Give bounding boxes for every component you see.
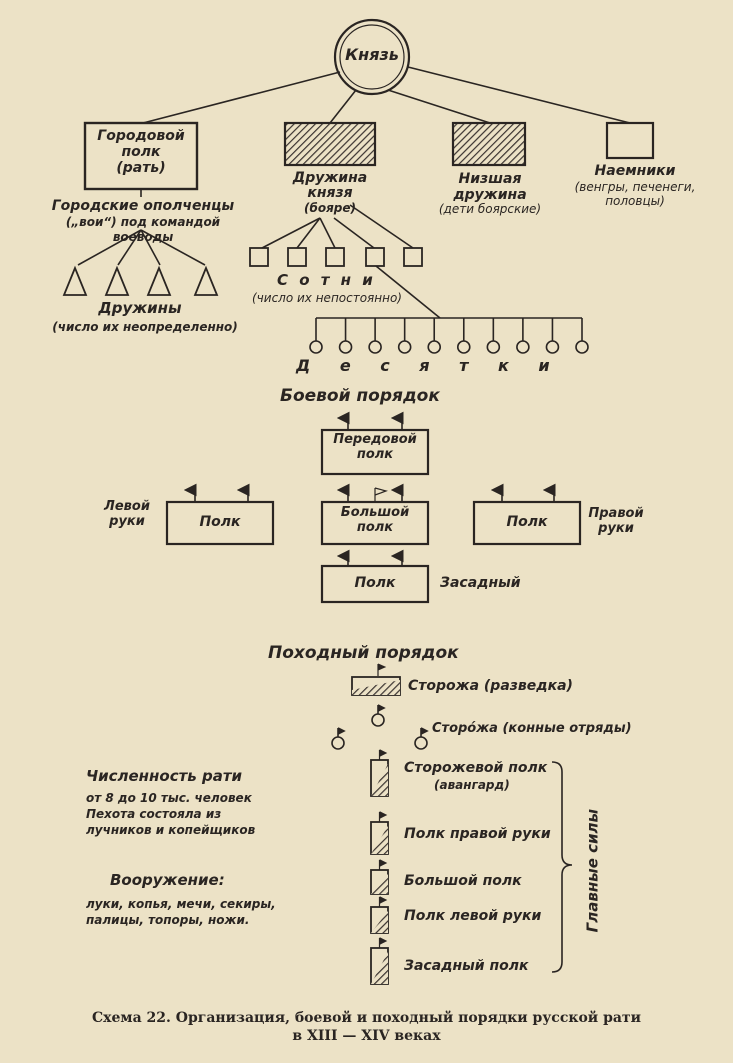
march-order-title: Походный порядок bbox=[268, 643, 459, 663]
detachment-triangle bbox=[146, 265, 172, 296]
main-regiment-column-label: Большой полк bbox=[404, 873, 522, 889]
ten-circle bbox=[486, 340, 501, 354]
weapons-text: луки, копья, мечи, секиры,палицы, топоры… bbox=[86, 897, 276, 928]
hundred-square bbox=[403, 247, 423, 267]
ambush-regiment-label: Полк bbox=[354, 575, 396, 591]
hundred-square bbox=[249, 247, 269, 267]
ten-circle bbox=[338, 340, 353, 354]
prince-label: Князь bbox=[345, 45, 399, 64]
ambush-label: Засадный bbox=[440, 575, 521, 591]
right-regiment-box bbox=[472, 500, 582, 546]
hundred-square bbox=[365, 247, 385, 267]
detachments-label: Дружины bbox=[98, 299, 182, 317]
left-hand-regiment-label: Полк левой руки bbox=[404, 908, 542, 924]
detachments-note: (число их неопределенно) bbox=[52, 320, 238, 334]
city-militia-label: Городские ополченцы („вои“) под командой… bbox=[51, 198, 235, 244]
ten-circle bbox=[427, 340, 442, 354]
main-forces-brace bbox=[551, 761, 573, 973]
army-size-title: Численность рати bbox=[86, 767, 243, 785]
battle-order-title: Боевой порядок bbox=[280, 386, 440, 406]
ten-circle bbox=[575, 340, 589, 354]
hundreds-note: (число их непостоянно) bbox=[252, 291, 402, 305]
mounted-guard-marker bbox=[331, 727, 346, 750]
ten-circle bbox=[309, 340, 323, 354]
tens-label: Д е с я т к и bbox=[296, 356, 562, 375]
ten-circle bbox=[516, 340, 530, 354]
ten-circle bbox=[456, 340, 471, 354]
prince-retinue-box bbox=[283, 121, 377, 167]
ambush-column-label: Засадный полк bbox=[404, 958, 529, 974]
left-regiment-box bbox=[165, 500, 275, 546]
mercenaries-box bbox=[605, 121, 655, 160]
figure-caption: Схема 22. Организация, боевой и походный… bbox=[92, 1010, 641, 1044]
hundreds-label: С о т н и bbox=[277, 271, 376, 289]
prince-node bbox=[333, 18, 411, 96]
detachment-triangle bbox=[62, 265, 88, 296]
guard-regiment-label: Сторожевой полк(авангард) bbox=[404, 760, 548, 792]
mercenaries-label: Наемники(венгры, печенеги,половцы) bbox=[574, 163, 696, 209]
weapons-title: Вооружение: bbox=[110, 871, 225, 889]
right-hand-regiment-label: Полк правой руки bbox=[404, 826, 551, 842]
mounted-guard-marker bbox=[371, 704, 386, 727]
ambush-regiment-box bbox=[320, 564, 430, 604]
right-regiment-label: Полк bbox=[506, 514, 548, 530]
ten-circle bbox=[368, 340, 382, 354]
detachment-triangle bbox=[193, 265, 219, 296]
hundred-square bbox=[325, 247, 345, 267]
ten-circle bbox=[545, 340, 560, 354]
mounted-guard-label: Сторо́жа (конные отряды) bbox=[432, 721, 632, 736]
left-regiment-label: Полк bbox=[199, 514, 241, 530]
mounted-guard-marker bbox=[414, 727, 429, 750]
main-forces-label: Главные силы bbox=[583, 808, 602, 933]
detachment-triangle bbox=[104, 265, 130, 296]
hundred-square bbox=[287, 247, 307, 267]
vanguard-box bbox=[320, 428, 430, 476]
lower-retinue-box bbox=[451, 121, 527, 167]
ten-circle bbox=[397, 340, 412, 354]
scouts-label: Сторожа (разведка) bbox=[408, 678, 573, 694]
